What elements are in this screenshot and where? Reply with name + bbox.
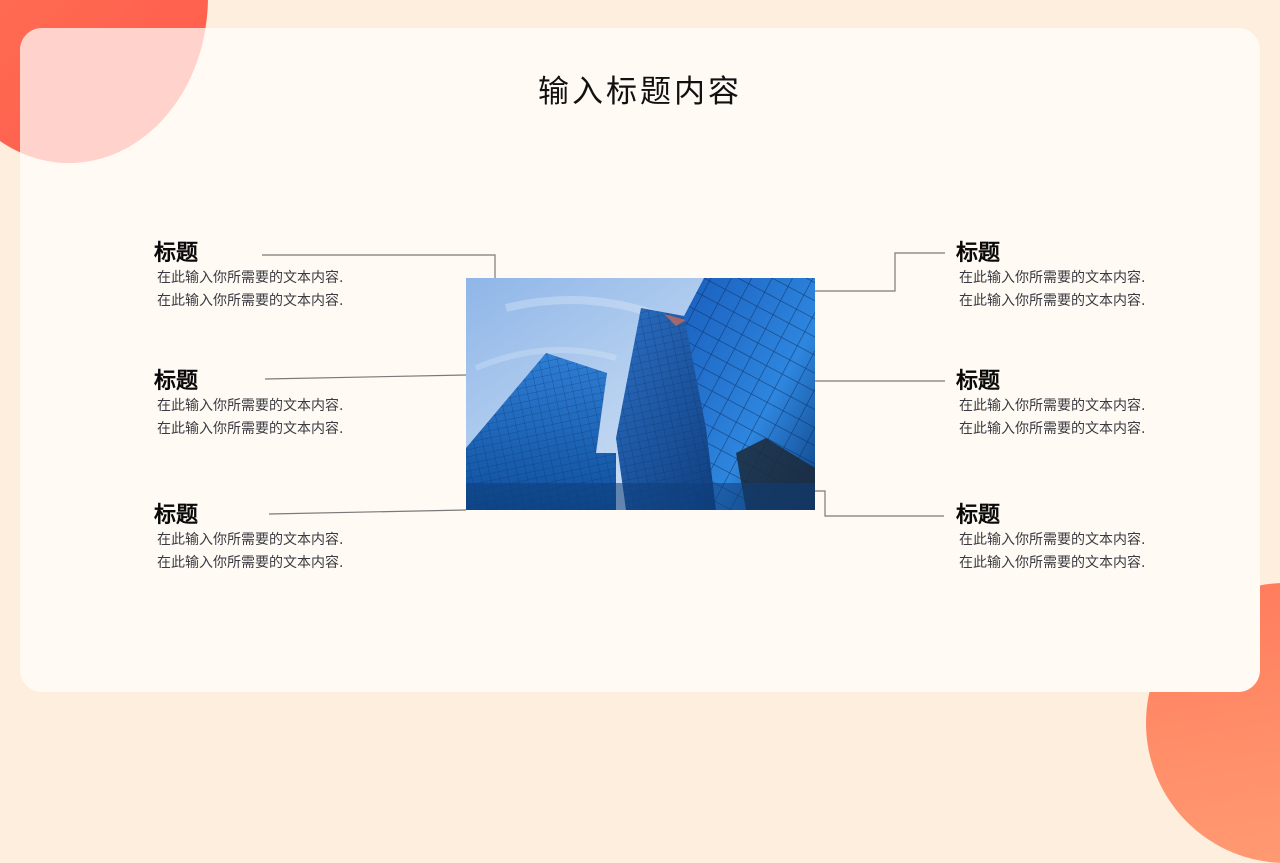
item-text: 在此输入你所需要的文本内容. — [157, 532, 344, 548]
item-text: 在此输入你所需要的文本内容. — [959, 421, 1146, 437]
text-block-left-3: 标题 在此输入你所需要的文本内容. 在此输入你所需要的文本内容. — [154, 503, 394, 575]
item-text: 在此输入你所需要的文本内容. — [959, 555, 1146, 571]
item-text: 在此输入你所需要的文本内容. — [157, 270, 344, 286]
item-text: 在此输入你所需要的文本内容. — [157, 555, 344, 571]
item-title: 标题 — [154, 503, 199, 528]
item-text: 在此输入你所需要的文本内容. — [959, 532, 1146, 548]
photo-buildings-icon — [466, 278, 815, 510]
item-title: 标题 — [956, 503, 1001, 528]
item-text: 在此输入你所需要的文本内容. — [959, 398, 1146, 414]
item-title: 标题 — [956, 369, 1001, 394]
item-title: 标题 — [154, 241, 199, 266]
buildings-photo — [466, 278, 815, 510]
item-title: 标题 — [154, 369, 199, 394]
text-block-right-3: 标题 在此输入你所需要的文本内容. 在此输入你所需要的文本内容. — [956, 503, 1196, 575]
item-text: 在此输入你所需要的文本内容. — [959, 270, 1146, 286]
item-text: 在此输入你所需要的文本内容. — [157, 421, 344, 437]
text-block-left-1: 标题 在此输入你所需要的文本内容. 在此输入你所需要的文本内容. — [154, 241, 394, 313]
item-text: 在此输入你所需要的文本内容. — [157, 293, 344, 309]
text-block-left-2: 标题 在此输入你所需要的文本内容. 在此输入你所需要的文本内容. — [154, 369, 394, 441]
slide-title: 输入标题内容 — [538, 74, 742, 110]
item-text: 在此输入你所需要的文本内容. — [157, 398, 344, 414]
text-block-right-2: 标题 在此输入你所需要的文本内容. 在此输入你所需要的文本内容. — [956, 369, 1196, 441]
item-title: 标题 — [956, 241, 1001, 266]
item-text: 在此输入你所需要的文本内容. — [959, 293, 1146, 309]
text-block-right-1: 标题 在此输入你所需要的文本内容. 在此输入你所需要的文本内容. — [956, 241, 1196, 313]
